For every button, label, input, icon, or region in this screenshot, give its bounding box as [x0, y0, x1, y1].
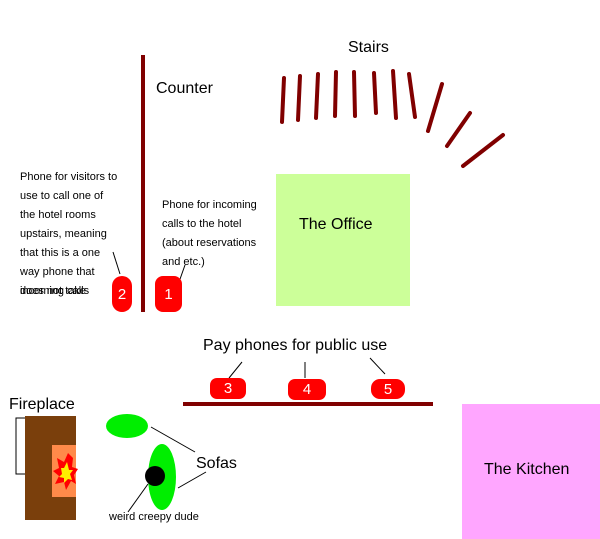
note-line: Phone for incoming	[162, 199, 257, 211]
note-line: Phone for visitors to	[20, 171, 118, 183]
phone-1: 1	[155, 276, 182, 312]
note-line: upstairs, meaning	[20, 228, 107, 240]
phone-5: 5	[371, 379, 405, 399]
note-line: that this is a one	[20, 247, 101, 259]
counter-label: Counter	[156, 80, 213, 97]
phone-visitor-note: Phone for visitors to use to call one of…	[20, 168, 117, 301]
stairs-label: Stairs	[348, 39, 389, 56]
phone-visitor-note-last: incoming calls	[20, 168, 89, 301]
phone-3: 3	[210, 378, 246, 399]
sofa-top	[106, 414, 148, 438]
leader-lines	[15, 251, 386, 513]
note-line: incoming calls	[20, 285, 90, 297]
note-line: calls to the hotel	[162, 218, 242, 230]
note-line: does not take	[20, 285, 87, 297]
note-line: use to call one of	[20, 190, 104, 202]
fire-icon	[53, 453, 78, 490]
sofas-label: Sofas	[196, 455, 237, 472]
fireplace-label: Fireplace	[9, 396, 75, 413]
office-box	[276, 174, 410, 306]
note-line: (about reservations	[162, 237, 257, 249]
phone-4: 4	[288, 379, 326, 400]
phone-2: 2	[112, 276, 132, 312]
note-line: way phone that	[20, 266, 95, 278]
note-line: and etc.)	[162, 256, 205, 268]
note-line: the hotel rooms	[20, 209, 96, 221]
phone-incoming-note: Phone for incoming calls to the hotel (a…	[162, 196, 257, 272]
pay-phones-label: Pay phones for public use	[203, 337, 388, 354]
creepy-dude-label: weird creepy dude	[109, 511, 199, 523]
kitchen-label: The Kitchen	[484, 461, 570, 478]
office-label: The Office	[299, 216, 373, 233]
stairs	[280, 69, 505, 168]
kitchen-box	[462, 404, 600, 539]
creepy-dude-icon	[145, 466, 165, 486]
